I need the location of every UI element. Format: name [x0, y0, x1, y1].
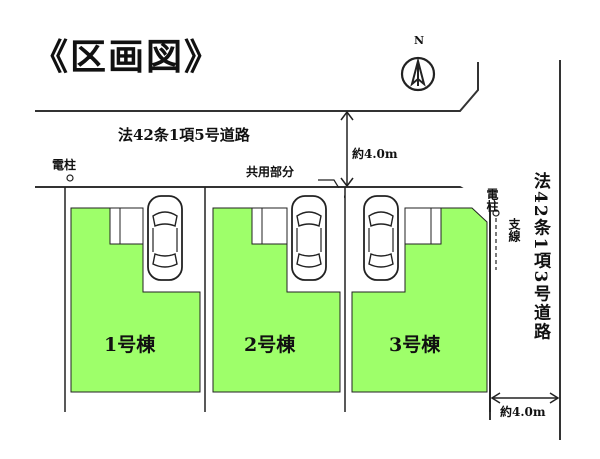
lot-3-label: 3号棟: [389, 334, 441, 356]
width-dimension-north: [340, 110, 354, 188]
car-icon-lot-3: [363, 195, 399, 281]
car-icon-lot-2: [291, 195, 327, 281]
lot-1-label: 1号棟: [104, 334, 156, 356]
utility-pole-left: [66, 174, 74, 182]
side-road-label: 法42条1項3号道路: [530, 172, 550, 342]
lot-2-porch-step: [251, 207, 263, 245]
side-road-width: 約4.0m: [500, 405, 546, 419]
main-road-label: 法42条1項5号道路: [118, 126, 250, 144]
lot-1: [66, 188, 204, 410]
lot-2-label: 2号棟: [244, 334, 296, 356]
main-road-width: 約4.0m: [352, 147, 398, 161]
lot-3-porch-step: [430, 207, 442, 245]
lot-2: [206, 188, 344, 410]
shared-area-label: 共用部分: [246, 165, 295, 179]
utility-pole-left-label: 電柱: [52, 158, 77, 172]
page-title: 《区画図》: [32, 36, 223, 78]
lot-boundaries: [64, 187, 491, 412]
road-edge-north: [35, 62, 479, 112]
width-dimension-east: [490, 392, 560, 404]
support-wire-label: 支線: [507, 218, 521, 242]
north-compass-icon: [400, 56, 436, 92]
car-icon-lot-1: [147, 195, 183, 281]
compass-north-label: N: [414, 34, 425, 47]
utility-pole-right: [492, 209, 500, 217]
lot-1-porch-step: [109, 207, 121, 245]
utility-pole-right-label: 電柱: [485, 188, 499, 212]
